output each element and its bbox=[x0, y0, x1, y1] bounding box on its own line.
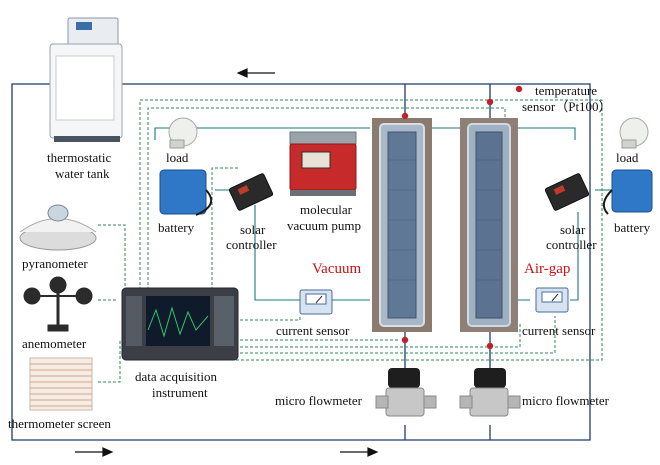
battery-left bbox=[159, 169, 213, 216]
svg-text:controller: controller bbox=[546, 237, 597, 252]
svg-text:solar: solar bbox=[560, 222, 586, 237]
micro-flowmeter-left bbox=[375, 368, 437, 417]
thermometer-screen-label: thermometer screen bbox=[8, 416, 111, 431]
battery-right-label: battery bbox=[614, 220, 651, 235]
anemometer-device bbox=[23, 276, 93, 332]
svg-text:controller: controller bbox=[226, 237, 277, 252]
battery-right bbox=[602, 169, 653, 215]
current-sensor-left bbox=[299, 289, 333, 315]
vacuum-label: Vacuum bbox=[312, 261, 361, 277]
micro-flowmeter-left-label: micro flowmeter bbox=[275, 393, 363, 408]
current-sensor-left-label: current sensor bbox=[276, 323, 350, 338]
tank-label-line1: thermostatic bbox=[47, 150, 111, 165]
pvt-collector-vacuum bbox=[372, 118, 432, 332]
current-sensor-right bbox=[535, 287, 569, 313]
anemometer-label: anemometer bbox=[22, 336, 87, 351]
pyranometer-device bbox=[19, 204, 97, 251]
solar-controller-left bbox=[228, 173, 274, 211]
pyranometer-label: pyranometer bbox=[22, 256, 88, 271]
vacuum-pump-label-line1: molecular bbox=[300, 202, 353, 217]
signal-wiring bbox=[98, 99, 603, 383]
daq-label-line2: instrument bbox=[152, 385, 208, 400]
solar-controller-left-line1: solar bbox=[240, 222, 266, 237]
svg-text:vacuum pump: vacuum pump bbox=[287, 218, 361, 233]
solar-controller-left-line2: controller bbox=[226, 237, 277, 252]
load-right-bulb bbox=[619, 117, 649, 149]
data-acquisition-device bbox=[121, 287, 239, 361]
thermostatic-water-tank bbox=[49, 17, 123, 142]
svg-text:sensor（Pt100）: sensor（Pt100） bbox=[522, 99, 612, 114]
micro-flowmeter-right-label: micro flowmeter bbox=[522, 393, 610, 408]
molecular-vacuum-pump bbox=[289, 131, 357, 196]
solar-controller-right-line2: controller bbox=[546, 237, 597, 252]
temperature-sensor-dots bbox=[401, 85, 523, 350]
svg-text:thermostatic: thermostatic bbox=[47, 150, 111, 165]
load-right-label: load bbox=[616, 150, 639, 165]
svg-text:temperature: temperature bbox=[535, 83, 597, 98]
temperature-sensor-label-line1: temperature bbox=[535, 83, 597, 98]
flow-arrows bbox=[75, 68, 379, 457]
svg-text:molecular: molecular bbox=[300, 202, 353, 217]
tank-label-line2: water tank bbox=[55, 166, 110, 181]
load-left-bulb bbox=[168, 117, 198, 149]
current-sensor-right-label: current sensor bbox=[522, 323, 596, 338]
svg-text:data acquisition: data acquisition bbox=[135, 369, 217, 384]
load-left-label: load bbox=[166, 150, 189, 165]
temperature-sensor-label-line2: sensor（Pt100） bbox=[522, 99, 612, 114]
battery-left-label: battery bbox=[158, 220, 195, 235]
vacuum-pump-label-line2: vacuum pump bbox=[287, 218, 361, 233]
solar-controller-right bbox=[544, 173, 590, 211]
svg-text:water tank: water tank bbox=[55, 166, 110, 181]
svg-text:instrument: instrument bbox=[152, 385, 208, 400]
daq-label-line1: data acquisition bbox=[135, 369, 217, 384]
thermometer-screen-device bbox=[29, 357, 93, 411]
svg-text:solar: solar bbox=[240, 222, 266, 237]
solar-controller-right-line1: solar bbox=[560, 222, 586, 237]
air-gap-label: Air-gap bbox=[524, 261, 570, 277]
pvt-collector-air-gap bbox=[460, 118, 518, 332]
micro-flowmeter-right bbox=[459, 368, 521, 417]
